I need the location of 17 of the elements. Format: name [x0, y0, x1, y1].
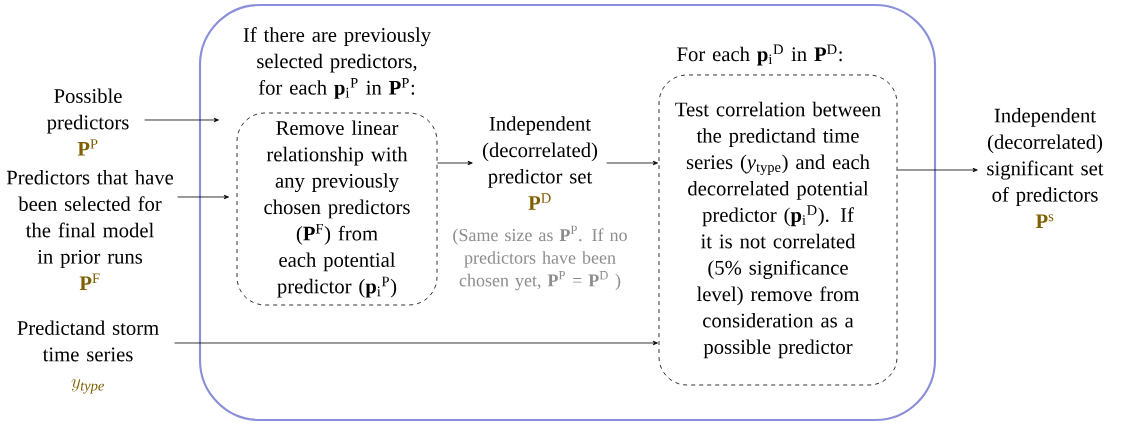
text-label: Possible predictors $\mathbf{P}^{\mathrm{P}}$: [47, 88, 129, 156]
text-label: Predictand storm time series $y_{\mathit{type}}$: [17, 320, 159, 394]
arrow: [174, 340, 658, 346]
arrow: [437, 160, 473, 166]
text-label: Independent (decorrelated) significant set of predictors $\mathbf{P}^{\mathrm{s}}$: [987, 108, 1104, 228]
text-label: Independent (decorrelated) predictor set $\mathbf{P}^{\mathrm{D}}$: [482, 116, 598, 210]
arrow: [144, 117, 219, 123]
text-label: Predictors that have been selected for the final model in prior runs $\mathbf{P}^{\mathrm{F}}$: [6, 170, 174, 290]
box-heading: For each p$_{i}$$^{D}$ in P$^{D}$:: [677, 44, 842, 66]
rounded-frame: [198, 3, 937, 422]
note-text: (Same size as P$^{P}$. If no predictors have been chosen yet, P$^{P}$ = P$^{D}$ ): [453, 225, 627, 291]
dashed-process-box: Test correlation between the predictand time series (y$_{type}$) and each decorrelated potential predictor (p$_{i}$$^{D}$). If it is not correlated (5% significance level) remove from consideration as a possible predictor: [658, 74, 898, 386]
arrow: [606, 160, 658, 166]
arrow: [177, 194, 229, 200]
dashed-process-box: Remove linear relationship with any previously chosen predictors (P$^{F}$) from each potential predictor (p$_{i}$$^{P}$): [236, 112, 438, 306]
box-heading: If there are previously selected predictors, for each p$_{i}$$^{P}$ in P$^{P}$:: [243, 27, 432, 99]
arrow: [897, 167, 978, 173]
